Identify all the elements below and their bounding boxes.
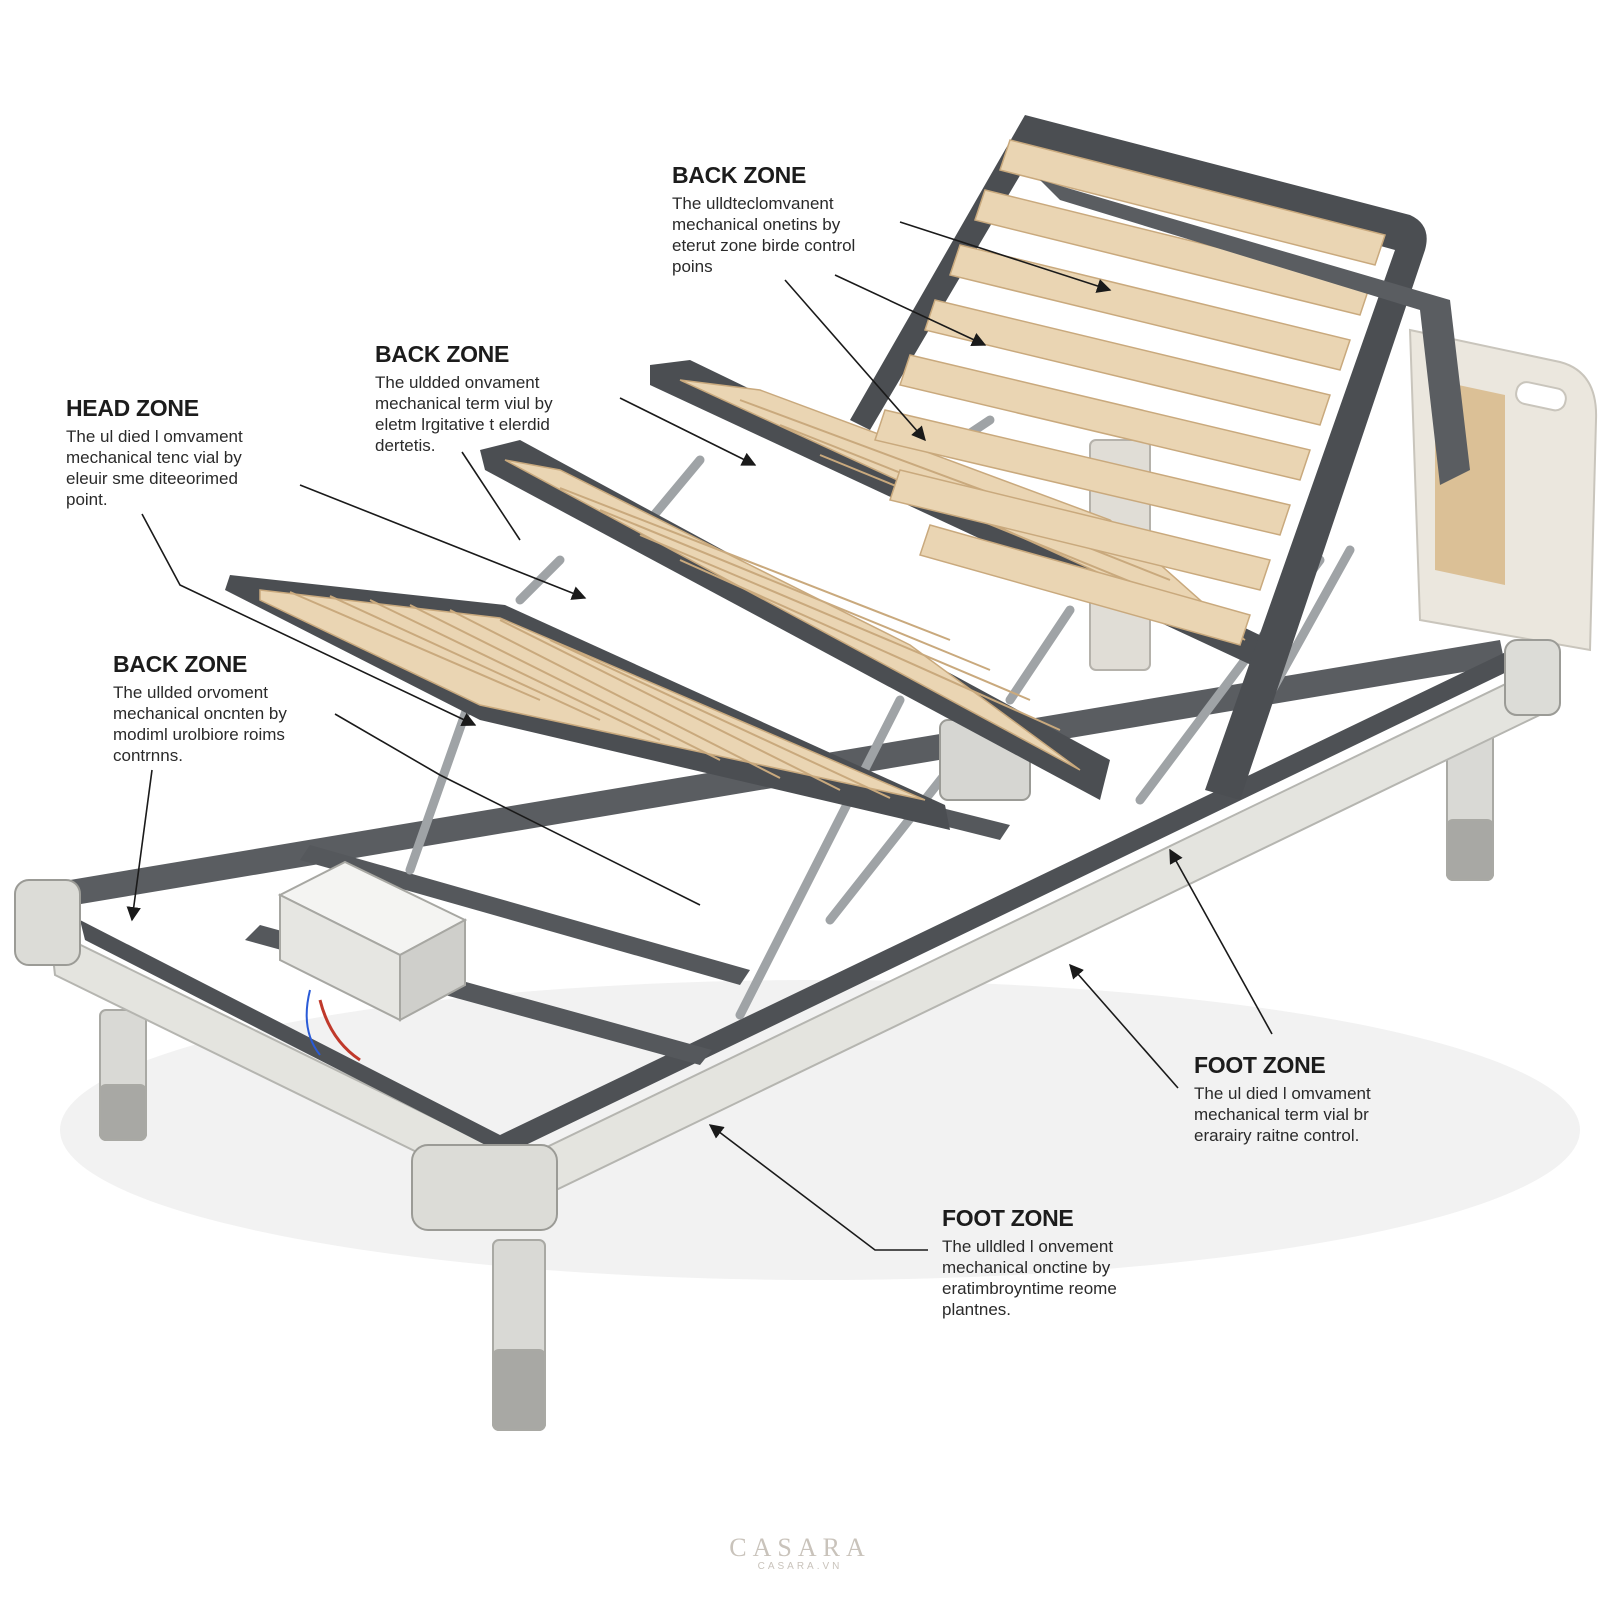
- deck-back-section: [850, 115, 1470, 800]
- callout-head-zone: HEAD ZONE The ul died l omvament mechani…: [66, 395, 326, 510]
- brand-name: CASARA: [729, 1533, 871, 1562]
- callout-text: The ul died l omvament mechanical tenc v…: [66, 427, 243, 509]
- callout-back-zone-low: BACK ZONE The ullded orvoment mechanical…: [113, 651, 373, 766]
- callout-text: The ullded orvoment mechanical oncnten b…: [113, 683, 287, 765]
- callout-foot-zone-right: FOOT ZONE The ul died l omvament mechani…: [1194, 1052, 1454, 1146]
- deck-foot-section: [225, 575, 950, 830]
- callout-title: HEAD ZONE: [66, 395, 199, 421]
- callout-title: BACK ZONE: [375, 341, 510, 367]
- callout-title: BACK ZONE: [113, 651, 248, 677]
- brand-url: CASARA.VN: [757, 1561, 843, 1572]
- callout-text: The ulldteclomvanent mechanical onetins …: [672, 194, 856, 276]
- callout-leaders: [126, 221, 1273, 1251]
- callout-foot-zone-bottom: FOOT ZONE The ulldled l onvement mechani…: [942, 1205, 1202, 1320]
- callout-title: BACK ZONE: [672, 162, 807, 188]
- callout-text: The ul died l omvament mechanical term v…: [1194, 1084, 1371, 1145]
- callout-title: FOOT ZONE: [1194, 1052, 1326, 1078]
- bed-legs: [99, 719, 1494, 1431]
- callout-back-zone-top: BACK ZONE The ulldteclomvanent mechanica…: [672, 162, 932, 277]
- back-slats: [874, 139, 1386, 646]
- callout-title: FOOT ZONE: [942, 1205, 1074, 1231]
- callout-text: The ulldled l onvement mechanical onctin…: [942, 1237, 1117, 1319]
- deck-seat-section: [480, 440, 1110, 800]
- brand-watermark: CASARA CASARA.VN: [700, 1533, 900, 1572]
- control-box: [277, 860, 468, 1062]
- callout-back-zone-mid: BACK ZONE The uldded onvament mechanical…: [375, 341, 635, 456]
- callout-text: The uldded onvament mechanical term viul…: [375, 373, 553, 455]
